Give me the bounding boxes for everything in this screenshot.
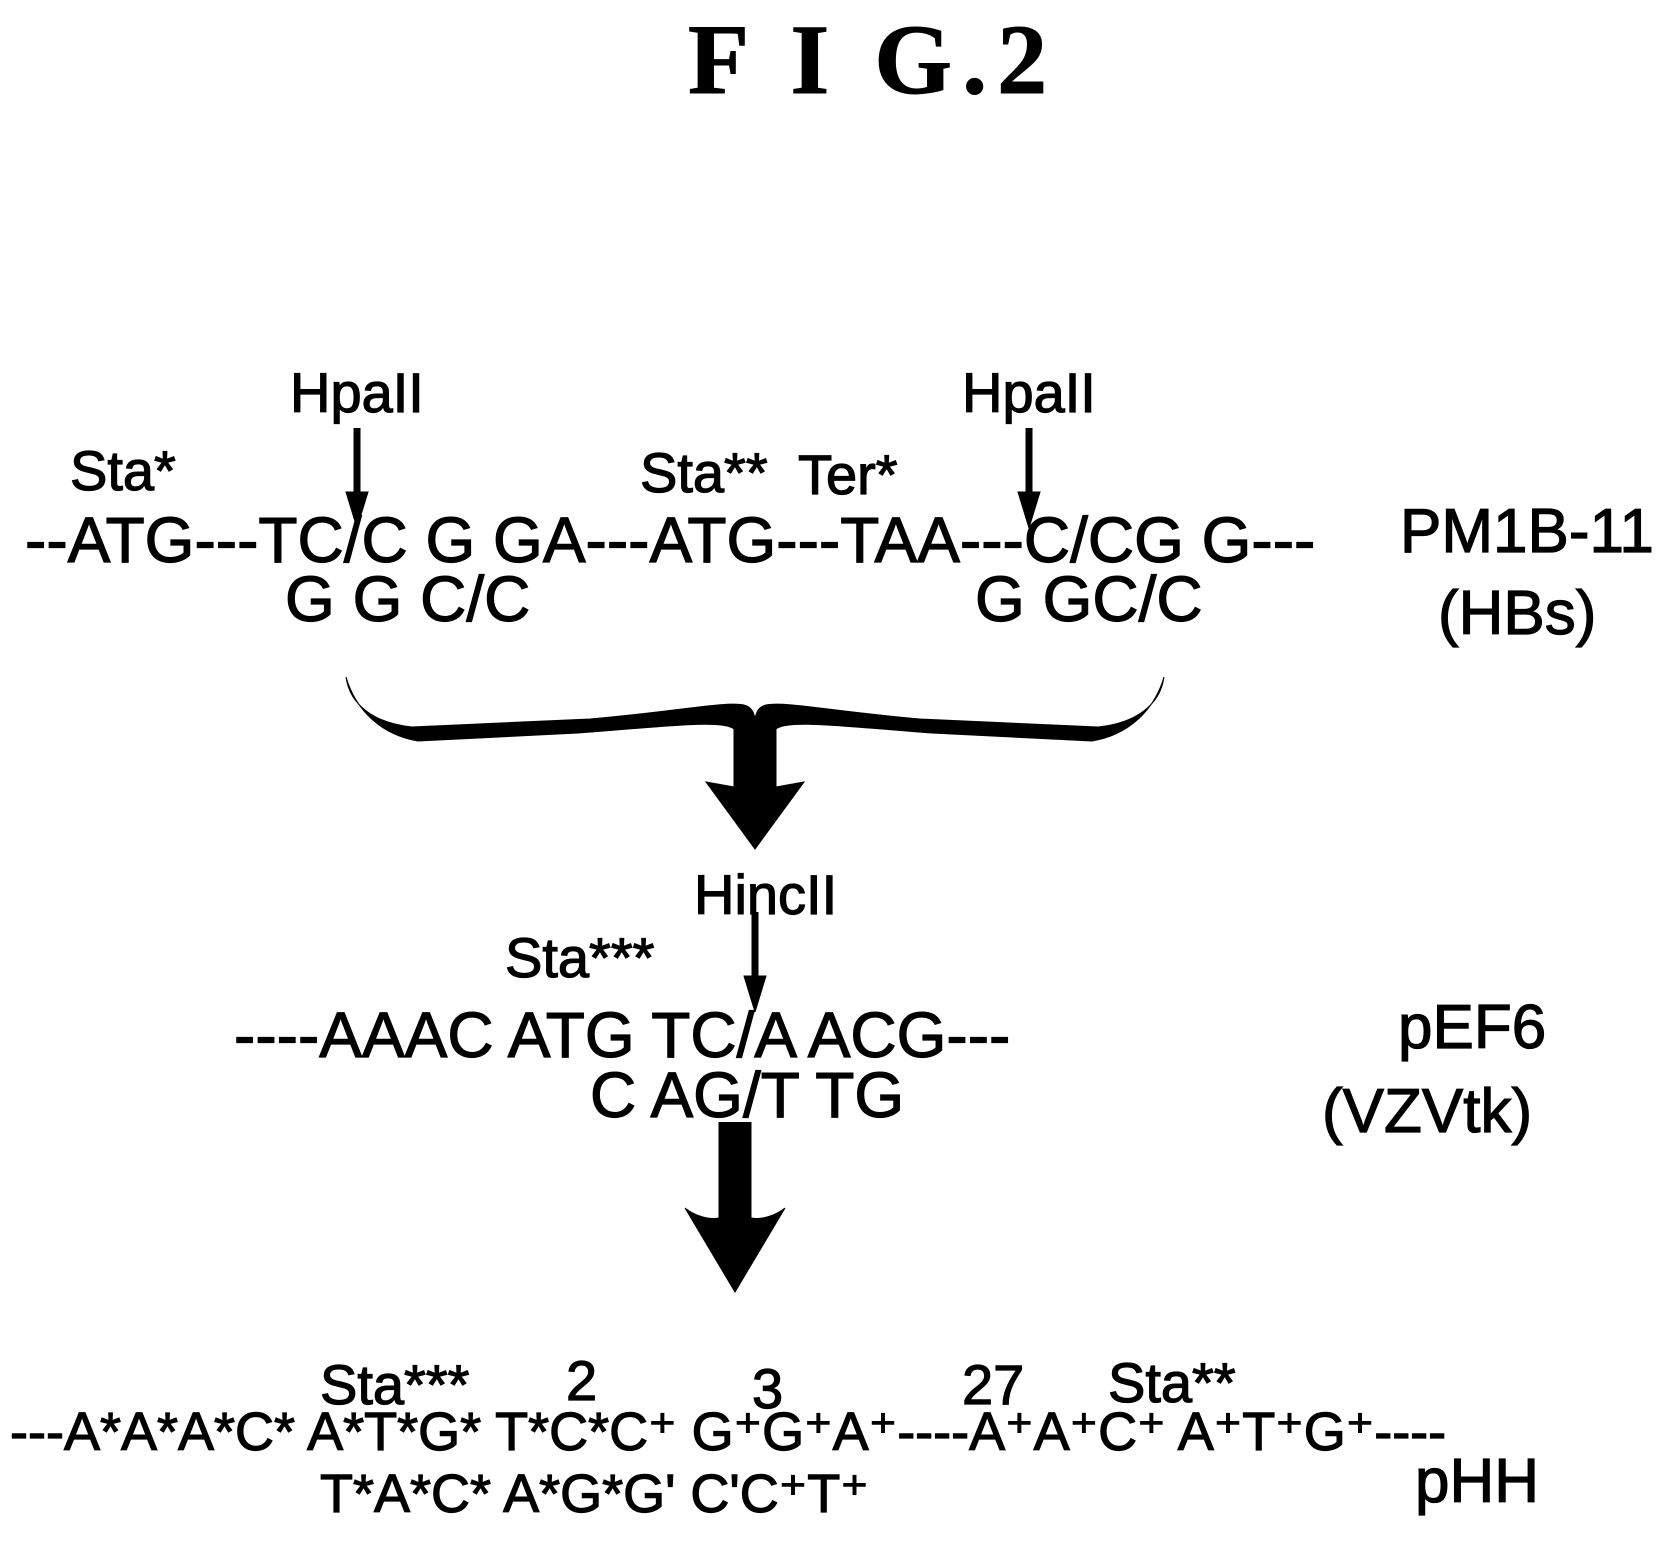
terminator-label-ter: Ter*	[797, 442, 898, 506]
hpaii-left-cut-arrow-icon	[345, 428, 369, 528]
phh-label-sta2: Sta**	[1107, 1350, 1236, 1414]
plasmid-source-hbs: (HBs)	[1437, 578, 1597, 648]
phh-label-3: 3	[751, 1356, 784, 1420]
pef6-top-strand: ----AAAC ATG TC/A ACG---	[233, 998, 1011, 1071]
phh-label-27: 27	[961, 1352, 1025, 1416]
plasmid-source-vzvtk: (VZVtk)	[1321, 1076, 1533, 1146]
enzyme-label-hincii: HincII	[693, 862, 838, 926]
plasmid-name-pm1b11: PM1B-11	[1399, 496, 1654, 566]
pm1b11-top-strand: --ATG---TC/C G GA---ATG---TAA---C/CG G--…	[24, 503, 1316, 576]
start-codon-label-sta1: Sta*	[69, 438, 176, 502]
phh-label-sta3: Sta***	[319, 1352, 470, 1416]
pm1b11-bottom-strand-right: G GC/C	[974, 562, 1203, 635]
start-codon-label-sta2: Sta**	[639, 440, 768, 504]
figure-title: F I G.2	[687, 4, 1058, 116]
phh-label-2: 2	[565, 1348, 598, 1412]
plasmid-name-phh: pHH	[1414, 1446, 1540, 1516]
pef6-bottom-strand: C AG/T TG	[589, 1058, 905, 1131]
phh-top-strand: ---A*A*A*C* A*T*G* T*C*C⁺ G⁺G⁺A⁺----A⁺A⁺…	[9, 1401, 1447, 1462]
phh-bottom-strand: T*A*C* A*G*G' C'C⁺T⁺	[319, 1463, 869, 1524]
plasmid-name-pef6: pEF6	[1397, 992, 1547, 1062]
pm1b11-bottom-strand-left: G G C/C	[284, 562, 531, 635]
enzyme-label-hpaii-left: HpaII	[289, 360, 424, 424]
start-codon-label-sta3: Sta***	[504, 925, 655, 989]
down-arrow-icon	[684, 1122, 786, 1293]
enzyme-label-hpaii-right: HpaII	[961, 360, 1096, 424]
hpaii-right-cut-arrow-icon	[1017, 428, 1041, 528]
merge-brace-arrow-icon	[345, 676, 1165, 850]
hincii-cut-arrow-icon	[743, 912, 767, 1012]
